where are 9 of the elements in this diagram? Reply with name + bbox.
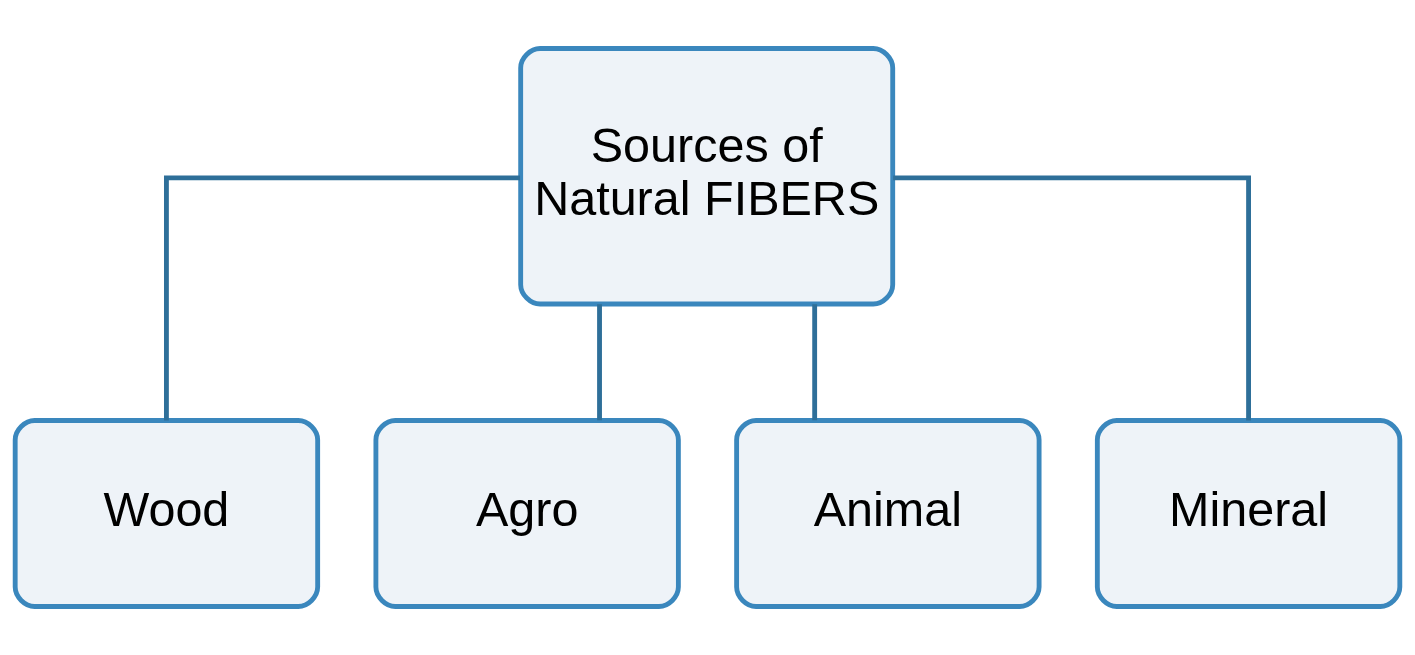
node-box: Sources of Natural FIBERS (518, 46, 896, 307)
connector (164, 175, 520, 421)
node-box: Agro (373, 418, 681, 609)
node-box: Mineral (1094, 418, 1403, 609)
connector (893, 175, 1251, 421)
node-box: Animal (734, 418, 1042, 609)
node-box: Wood (12, 418, 321, 609)
connector (812, 304, 818, 421)
connector (597, 304, 602, 421)
